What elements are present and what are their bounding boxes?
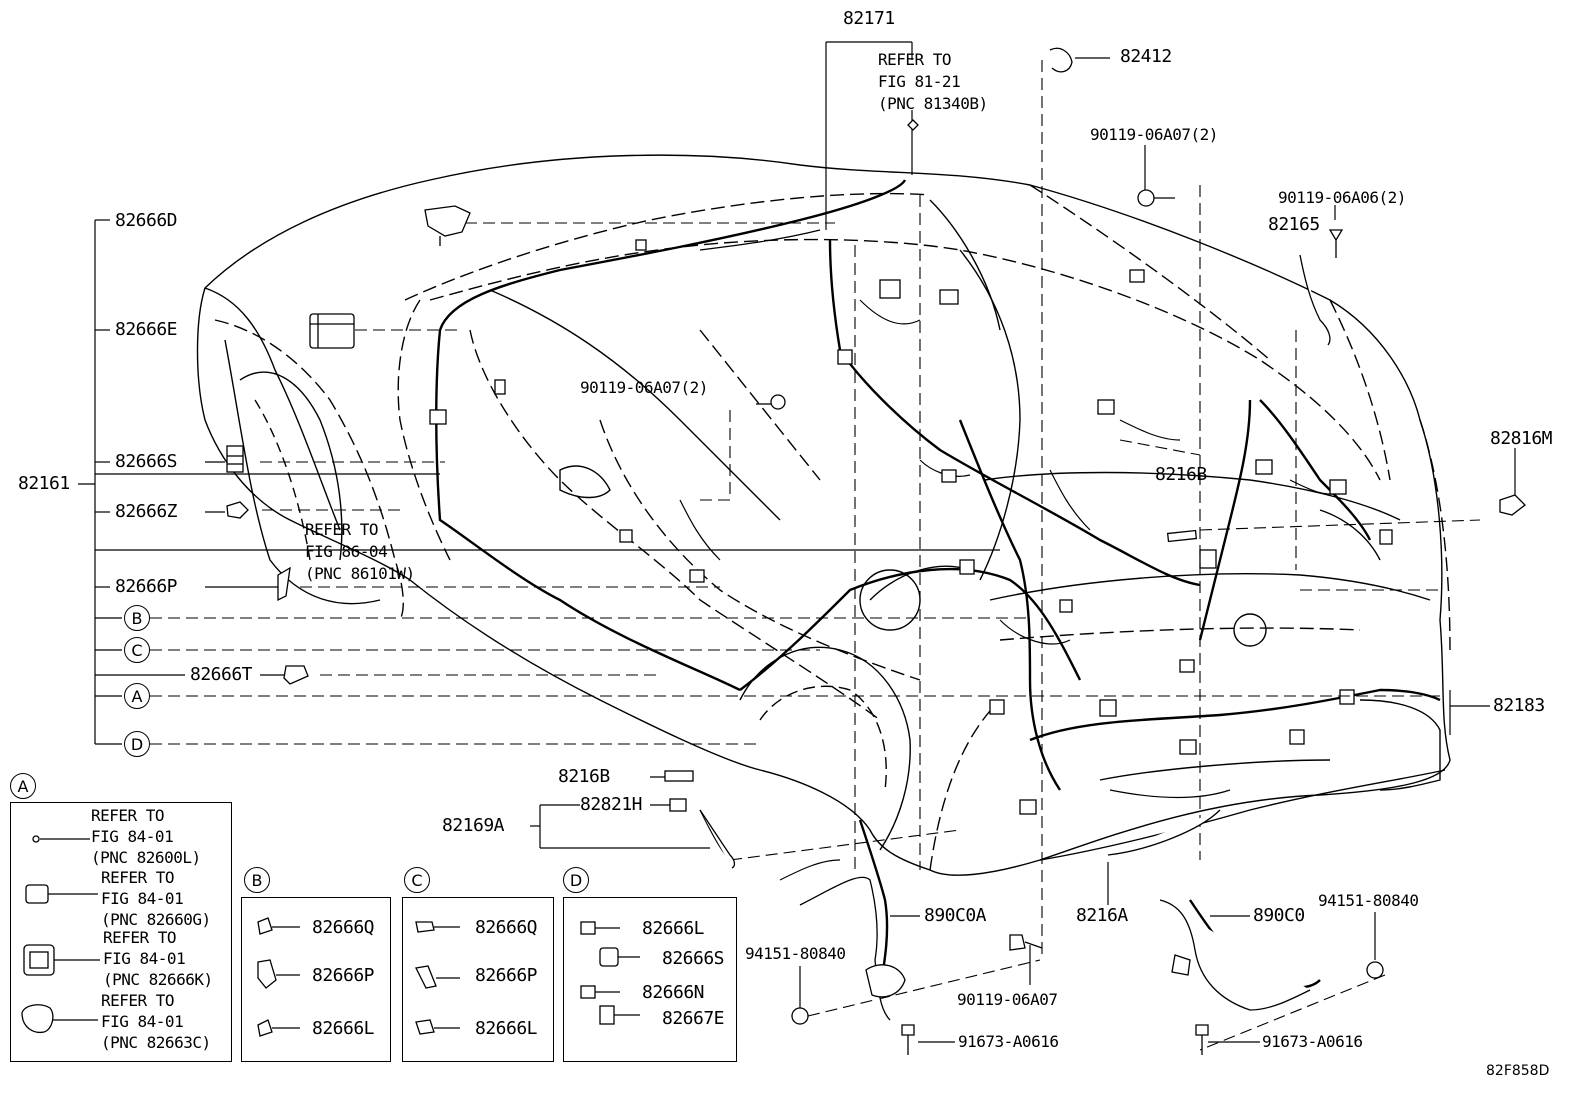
wire-harness-thin bbox=[679, 229, 1346, 881]
inset-A-tag: A bbox=[10, 773, 36, 799]
part-82412[interactable]: 82412 bbox=[1120, 46, 1172, 67]
callout-C[interactable]: C bbox=[124, 637, 150, 663]
inset-B-box: 82666Q 82666P 82666L bbox=[241, 897, 391, 1062]
part-8216B-top[interactable]: 8216B bbox=[1155, 464, 1207, 485]
inset-D-part-82667E[interactable]: 82667E bbox=[662, 1008, 725, 1029]
inset-A-ref-82663C[interactable]: REFER TO FIG 84-01 (PNC 82663C) bbox=[101, 991, 211, 1052]
inset-B-part-82666L[interactable]: 82666L bbox=[312, 1018, 375, 1039]
inset-C-part-82666P[interactable]: 82666P bbox=[475, 965, 538, 986]
part-91673-A0616-left[interactable]: 91673-A0616 bbox=[958, 1032, 1059, 1051]
car-body-outline bbox=[196, 154, 1451, 876]
inset-D-part-82666S[interactable]: 82666S bbox=[662, 948, 725, 969]
part-82169A[interactable]: 82169A bbox=[442, 815, 505, 836]
inset-B-tag: B bbox=[244, 867, 270, 893]
inset-C-art bbox=[415, 921, 460, 1035]
part-82165[interactable]: 82165 bbox=[1268, 214, 1320, 235]
inset-B-part-82666P[interactable]: 82666P bbox=[312, 965, 375, 986]
part-82183[interactable]: 82183 bbox=[1493, 695, 1545, 716]
part-82171[interactable]: 82171 bbox=[843, 8, 895, 29]
inset-D-part-82666L[interactable]: 82666L bbox=[642, 918, 705, 939]
part-890C0A[interactable]: 890C0A bbox=[924, 905, 987, 926]
inset-D-box: 82666L 82666S 82666N 82667E bbox=[563, 897, 737, 1062]
inset-A-ref-82600L[interactable]: REFER TO FIG 84-01 (PNC 82600L) bbox=[91, 806, 201, 867]
part-90119-06A07-2-top[interactable]: 90119-06A07(2) bbox=[1090, 125, 1218, 144]
component-sketches bbox=[226, 47, 1526, 1055]
callout-D[interactable]: D bbox=[124, 731, 150, 757]
part-90119-06A06-2[interactable]: 90119-06A06(2) bbox=[1278, 188, 1406, 207]
part-90119-06A07-bottom[interactable]: 90119-06A07 bbox=[957, 990, 1058, 1009]
part-82666D[interactable]: 82666D bbox=[115, 210, 178, 231]
harness-connectors bbox=[429, 239, 1393, 815]
part-8216A[interactable]: 8216A bbox=[1076, 905, 1128, 926]
inset-D-part-82666N[interactable]: 82666N bbox=[642, 982, 705, 1003]
part-94151-80840-left[interactable]: 94151-80840 bbox=[745, 944, 846, 963]
inset-D-tag: D bbox=[563, 867, 589, 893]
part-82666T[interactable]: 82666T bbox=[190, 664, 253, 685]
inset-A-art bbox=[21, 835, 100, 1034]
inset-C-part-82666Q[interactable]: 82666Q bbox=[475, 917, 538, 938]
callout-B[interactable]: B bbox=[124, 605, 150, 631]
refer-note-fig-81-21[interactable]: REFER TO FIG 81-21 (PNC 81340B) bbox=[878, 50, 988, 113]
diagram-id: 82F858D bbox=[1486, 1063, 1550, 1079]
leader-lines bbox=[150, 60, 1481, 1051]
inset-B-art bbox=[257, 917, 300, 1037]
part-82161[interactable]: 82161 bbox=[18, 473, 70, 494]
callout-A[interactable]: A bbox=[124, 683, 150, 709]
part-8216B-bottom[interactable]: 8216B bbox=[558, 766, 610, 787]
solid-leader-lines bbox=[78, 41, 1516, 1043]
inset-C-tag: C bbox=[404, 867, 430, 893]
part-82666Z[interactable]: 82666Z bbox=[115, 501, 178, 522]
inset-A-ref-82660G[interactable]: REFER TO FIG 84-01 (PNC 82660G) bbox=[101, 868, 211, 929]
inset-A-box: REFER TO FIG 84-01 (PNC 82600L) REFER TO… bbox=[10, 802, 232, 1062]
inset-D-art bbox=[580, 921, 640, 1025]
inset-C-part-82666L[interactable]: 82666L bbox=[475, 1018, 538, 1039]
part-82666S[interactable]: 82666S bbox=[115, 451, 178, 472]
part-91673-A0616-right[interactable]: 91673-A0616 bbox=[1262, 1032, 1363, 1051]
part-82666E[interactable]: 82666E bbox=[115, 319, 178, 340]
inset-A-ref-82666K[interactable]: REFER TO FIG 84-01 (PNC 82666K) bbox=[103, 928, 213, 989]
part-82816M[interactable]: 82816M bbox=[1490, 428, 1553, 449]
wire-harness-routing bbox=[435, 179, 1441, 991]
part-82666P[interactable]: 82666P bbox=[115, 576, 178, 597]
refer-note-fig-86-04[interactable]: REFER TO FIG 86-04 (PNC 86101W) bbox=[305, 520, 415, 583]
part-90119-06A07-2-mid[interactable]: 90119-06A07(2) bbox=[580, 378, 708, 397]
part-94151-80840-right[interactable]: 94151-80840 bbox=[1318, 891, 1419, 910]
inset-B-part-82666Q[interactable]: 82666Q bbox=[312, 917, 375, 938]
inset-C-box: 82666Q 82666P 82666L bbox=[402, 897, 554, 1062]
part-82821H[interactable]: 82821H bbox=[580, 794, 643, 815]
part-890C0[interactable]: 890C0 bbox=[1253, 905, 1305, 926]
